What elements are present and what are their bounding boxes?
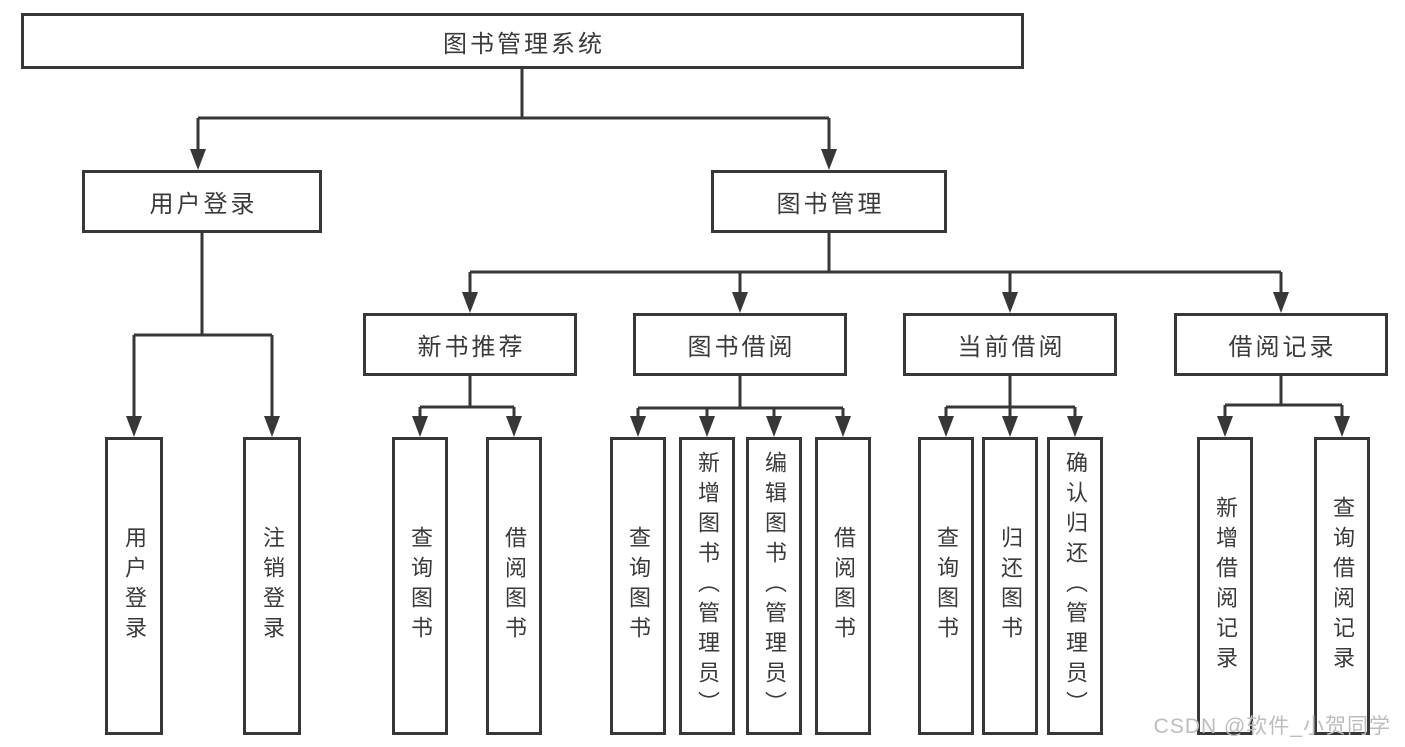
leaf-query-borrow-record-label: 查询借阅记录 [1330, 496, 1355, 676]
connector-bookmgmt-to-level3 [468, 233, 1283, 293]
node-book-management: 图书管理 [711, 170, 947, 233]
arrow-down-icon [938, 416, 954, 437]
leaf-borrow-book-recommend: 借阅图书 [486, 437, 542, 735]
node-new-book-recommend-label: 新书推荐 [417, 334, 526, 361]
leaf-query-book-current: 查询图书 [918, 437, 974, 735]
connector-lines [132, 69, 1344, 417]
arrow-down-icon [1002, 416, 1018, 437]
leaf-query-book-borrow-label: 查询图书 [626, 526, 651, 646]
node-root: 图书管理系统 [21, 13, 1024, 69]
leaf-return-book: 归还图书 [982, 437, 1038, 735]
connector-newbookrec-to-leaves [418, 376, 516, 417]
leaf-borrow-book-borrow: 借阅图书 [815, 437, 871, 735]
arrow-down-icon [699, 416, 715, 437]
node-new-book-recommend: 新书推荐 [363, 313, 577, 376]
arrow-down-icon [1217, 416, 1233, 437]
connector-bookborrow-to-leaves [636, 376, 845, 417]
arrow-down-icon [835, 416, 851, 437]
node-root-label: 图书管理系统 [443, 30, 605, 58]
arrow-down-icon [1273, 292, 1289, 313]
leaf-query-book-recommend-label: 查询图书 [408, 526, 433, 646]
leaf-query-book-recommend: 查询图书 [392, 437, 448, 735]
arrow-down-icon [1067, 416, 1083, 437]
leaf-logout-label: 注销登录 [260, 526, 285, 646]
arrow-down-icon [766, 416, 782, 437]
leaf-confirm-return-admin: 确认归还（管理员） [1047, 437, 1103, 735]
arrow-down-icon [1334, 416, 1350, 437]
connector-currentborrow-to-leaves [944, 376, 1077, 417]
arrowheads [126, 149, 1350, 437]
node-current-borrow-label: 当前借阅 [957, 334, 1066, 361]
arrow-down-icon [506, 416, 522, 437]
leaf-borrow-book-recommend-label: 借阅图书 [502, 526, 527, 646]
connector-root-to-level2 [196, 69, 831, 150]
arrow-down-icon [821, 149, 837, 170]
node-borrow-record: 借阅记录 [1174, 313, 1388, 376]
node-borrow-record-label: 借阅记录 [1228, 334, 1337, 361]
node-current-borrow: 当前借阅 [903, 313, 1117, 376]
leaf-logout: 注销登录 [243, 437, 301, 735]
node-user-login-label: 用户登录 [149, 191, 258, 218]
arrow-down-icon [412, 416, 428, 437]
node-book-management-label: 图书管理 [776, 191, 885, 218]
leaf-add-borrow-record-label: 新增借阅记录 [1213, 496, 1238, 676]
arrow-down-icon [630, 416, 646, 437]
leaf-borrow-book-borrow-label: 借阅图书 [831, 526, 856, 646]
leaf-add-book-admin-label: 新增图书（管理员） [695, 451, 720, 721]
arrow-down-icon [126, 416, 142, 437]
node-book-borrow-label: 图书借阅 [687, 334, 796, 361]
leaf-return-book-label: 归还图书 [998, 526, 1023, 646]
leaf-user-login-label: 用户登录 [122, 526, 147, 646]
arrow-down-icon [190, 149, 206, 170]
leaf-add-borrow-record: 新增借阅记录 [1197, 437, 1253, 735]
leaf-edit-book-admin: 编辑图书（管理员） [746, 437, 802, 735]
arrow-down-icon [264, 416, 280, 437]
csdn-watermark: CSDN @软件_小贺同学 [1153, 715, 1391, 738]
leaf-query-book-borrow: 查询图书 [610, 437, 666, 735]
connector-userlogin-to-leaves [132, 233, 274, 417]
leaf-edit-book-admin-label: 编辑图书（管理员） [762, 451, 787, 721]
arrow-down-icon [462, 292, 478, 313]
leaf-query-borrow-record: 查询借阅记录 [1314, 437, 1370, 735]
leaf-confirm-return-admin-label: 确认归还（管理员） [1063, 451, 1088, 721]
leaf-user-login: 用户登录 [105, 437, 163, 735]
node-book-borrow: 图书借阅 [633, 313, 847, 376]
connector-borrowrecord-to-leaves [1223, 376, 1344, 417]
leaf-add-book-admin: 新增图书（管理员） [679, 437, 735, 735]
leaf-query-book-current-label: 查询图书 [934, 526, 959, 646]
arrow-down-icon [1002, 292, 1018, 313]
arrow-down-icon [732, 292, 748, 313]
node-user-login: 用户登录 [82, 170, 322, 233]
